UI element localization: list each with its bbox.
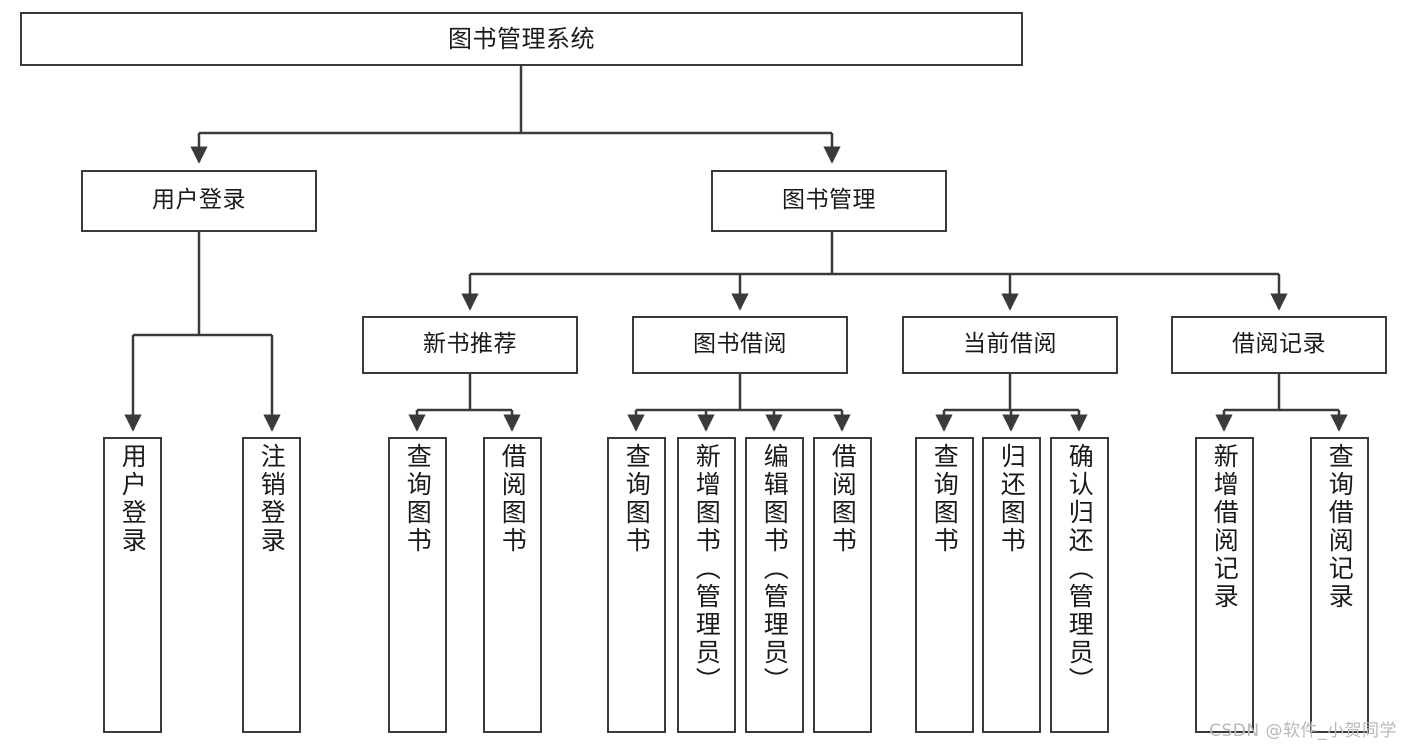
node-current-borrow[interactable]: 当前借阅: [902, 316, 1118, 374]
node-leaf-borrow-book[interactable]: 借阅图书: [813, 437, 872, 733]
watermark-text: CSDN @软件_小贺同学: [1209, 721, 1397, 741]
node-leaf-query-book-recommend[interactable]: 查询图书: [388, 437, 447, 733]
node-label: 用户登录: [152, 187, 246, 214]
node-label: 注销登录: [257, 443, 287, 555]
node-leaf-add-book-admin[interactable]: 新增图书（管理员）: [677, 437, 736, 733]
node-label: 归还图书: [997, 443, 1027, 555]
node-leaf-query-book-borrow[interactable]: 查询图书: [607, 437, 666, 733]
node-book-borrow[interactable]: 图书借阅: [632, 316, 848, 374]
node-leaf-borrow-book-recommend[interactable]: 借阅图书: [483, 437, 542, 733]
node-label: 借阅图书: [498, 443, 528, 555]
node-label: 新增图书（管理员）: [692, 443, 722, 695]
node-label: 图书管理: [782, 187, 876, 214]
node-borrow-record[interactable]: 借阅记录: [1171, 316, 1387, 374]
node-leaf-query-borrow-record[interactable]: 查询借阅记录: [1310, 437, 1369, 733]
node-label: 用户登录: [118, 443, 148, 555]
node-new-book-recommend[interactable]: 新书推荐: [362, 316, 578, 374]
node-book-management[interactable]: 图书管理: [711, 170, 947, 232]
node-label: 查询借阅记录: [1325, 443, 1355, 611]
node-label: 新增借阅记录: [1210, 443, 1240, 611]
node-label: 图书管理系统: [448, 24, 595, 53]
node-label: 借阅图书: [828, 443, 858, 555]
node-leaf-add-borrow-record[interactable]: 新增借阅记录: [1195, 437, 1254, 733]
node-label: 确认归还（管理员）: [1065, 443, 1095, 695]
node-label: 图书借阅: [693, 331, 787, 358]
node-label: 新书推荐: [423, 331, 517, 358]
node-leaf-confirm-return-admin[interactable]: 确认归还（管理员）: [1050, 437, 1109, 733]
node-user-login[interactable]: 用户登录: [81, 170, 317, 232]
node-root-system[interactable]: 图书管理系统: [20, 12, 1023, 66]
node-leaf-query-book-current[interactable]: 查询图书: [915, 437, 974, 733]
node-label: 查询图书: [930, 443, 960, 555]
node-label: 当前借阅: [963, 331, 1057, 358]
node-leaf-user-login[interactable]: 用户登录: [103, 437, 162, 733]
node-label: 查询图书: [622, 443, 652, 555]
node-leaf-return-book[interactable]: 归还图书: [982, 437, 1041, 733]
node-label: 借阅记录: [1232, 331, 1326, 358]
node-leaf-edit-book-admin[interactable]: 编辑图书（管理员）: [745, 437, 804, 733]
node-label: 查询图书: [403, 443, 433, 555]
node-label: 编辑图书（管理员）: [760, 443, 790, 695]
node-leaf-logout[interactable]: 注销登录: [242, 437, 301, 733]
